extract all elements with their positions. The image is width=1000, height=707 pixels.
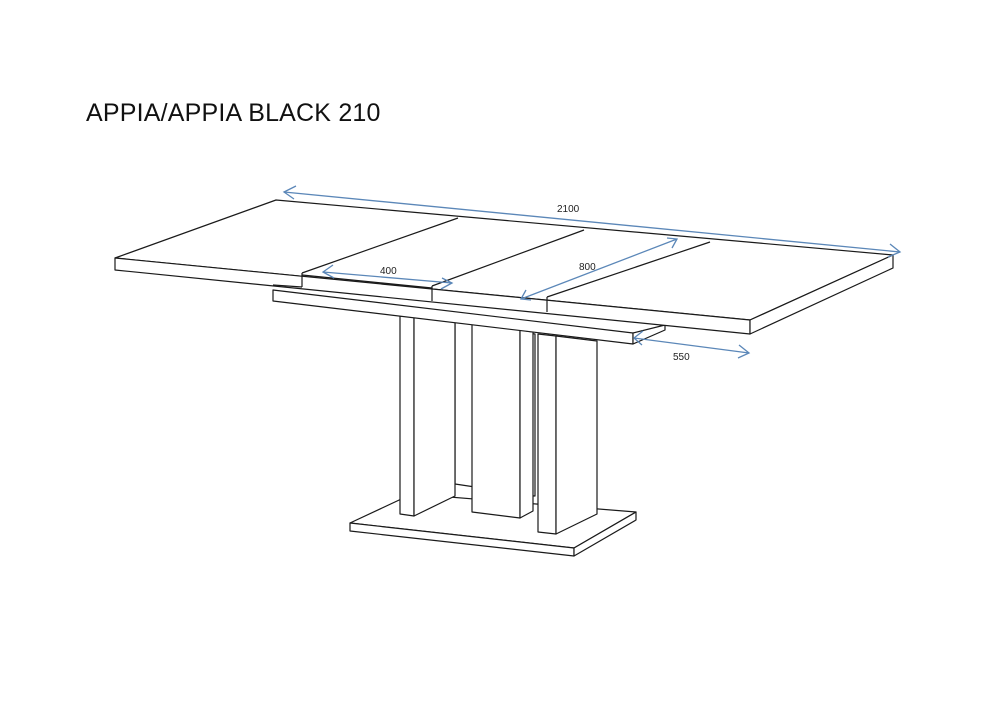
page-title: APPIA/APPIA BLACK 210 [86,99,381,127]
dim-label-400: 400 [380,266,397,277]
pedestal-columns [399,315,598,535]
dim-label-2100: 2100 [557,204,580,215]
dim-800 [519,237,679,301]
tabletop [114,199,894,335]
dim-label-800: 800 [579,262,596,273]
table-outline [114,199,894,557]
dim-label-550: 550 [673,352,690,363]
dim-400 [321,264,454,290]
dim-550 [632,330,751,359]
dim-2100 [282,185,902,258]
dimension-lines [282,185,902,359]
